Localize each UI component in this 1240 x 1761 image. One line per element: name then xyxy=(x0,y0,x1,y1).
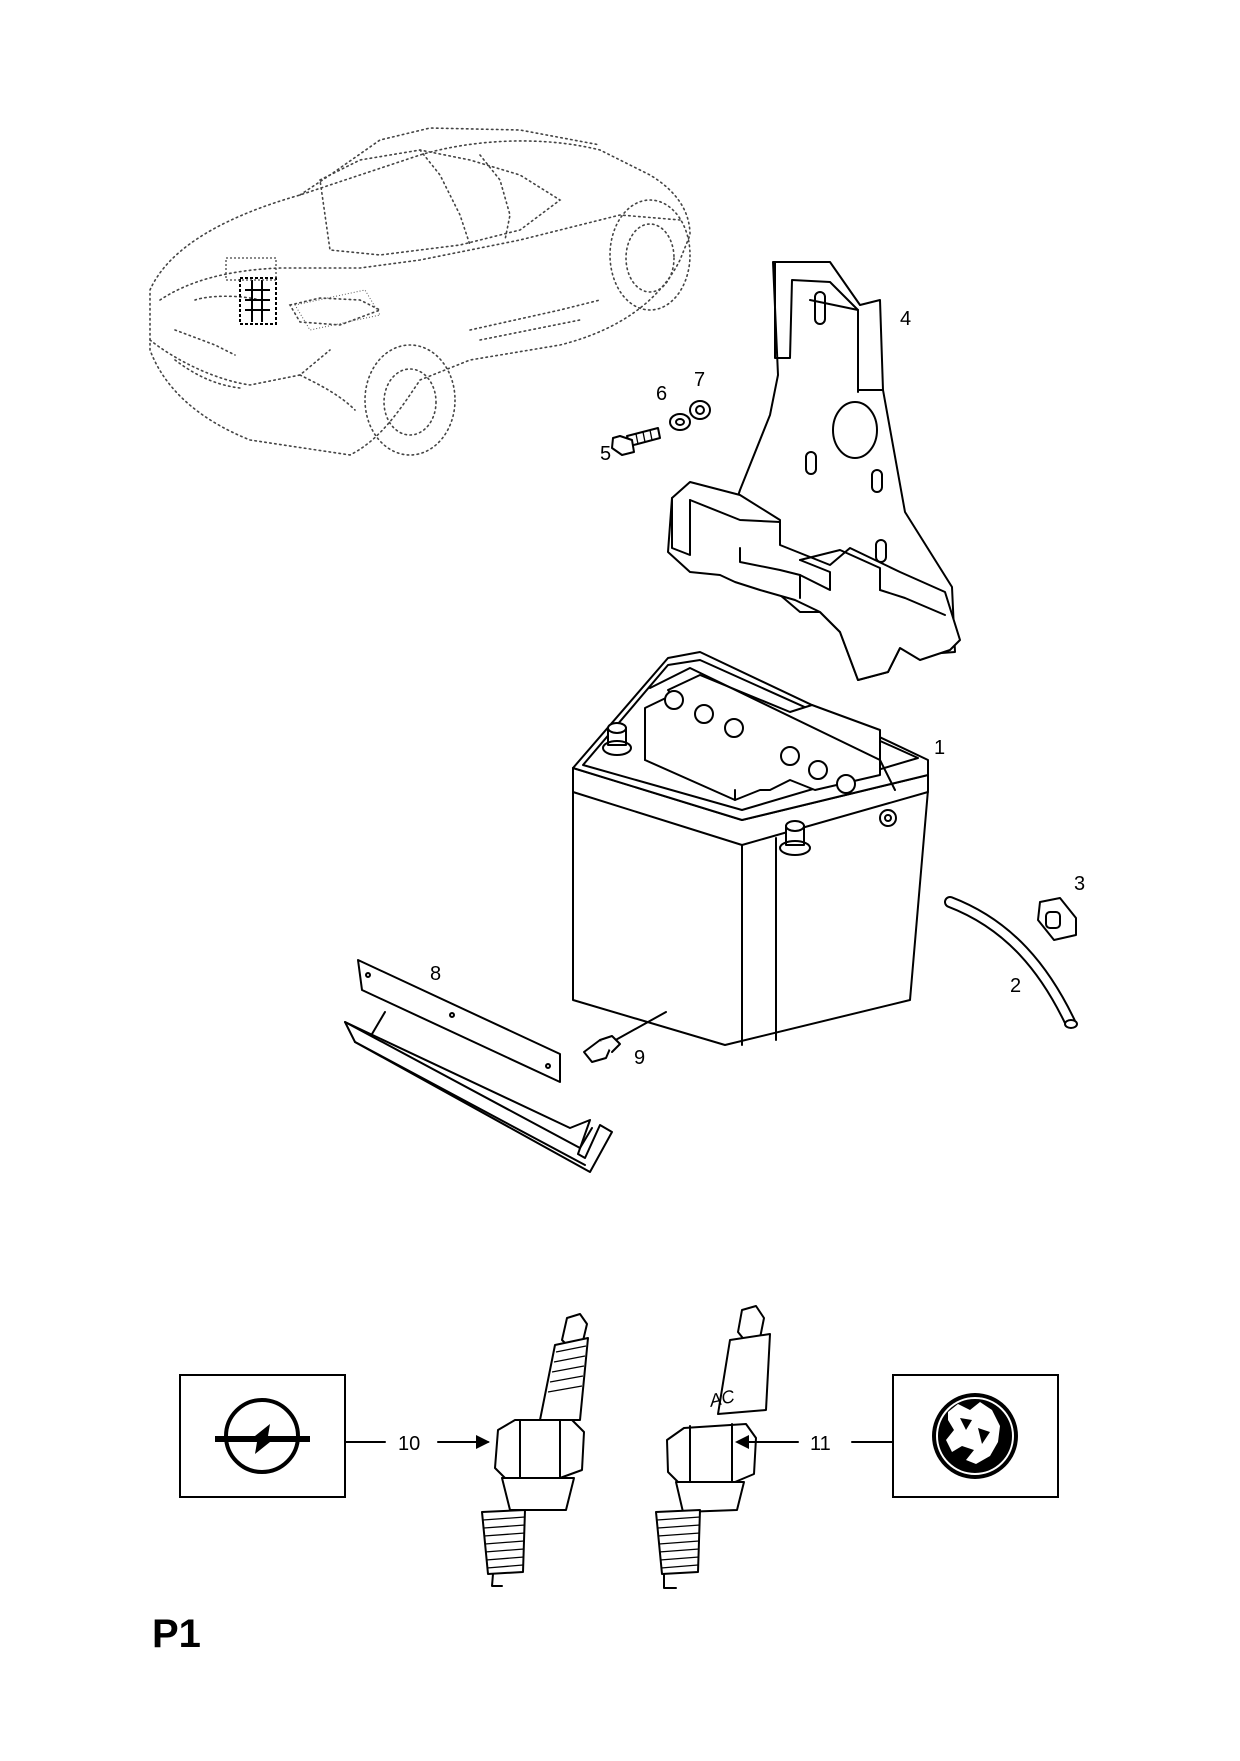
callout-10: 10 xyxy=(344,1433,490,1455)
callout-4: 4 xyxy=(900,308,911,330)
spark-plug-opel xyxy=(481,1313,589,1587)
callout-6: 6 xyxy=(656,383,667,405)
callout-1: 1 xyxy=(934,737,945,759)
svg-text:4: 4 xyxy=(900,308,911,330)
svg-text:6: 6 xyxy=(656,383,667,405)
battery-cover-channel xyxy=(344,959,613,1173)
svg-text:7: 7 xyxy=(694,369,705,391)
svg-text:9: 9 xyxy=(634,1047,645,1069)
washer xyxy=(669,413,691,431)
bolt xyxy=(611,427,661,456)
svg-text:10: 10 xyxy=(398,1433,420,1455)
svg-text:11: 11 xyxy=(810,1433,831,1455)
car-outline-illustration xyxy=(149,127,691,456)
battery xyxy=(572,651,929,1046)
vauxhall-griffin-logo xyxy=(932,1393,1018,1479)
battery-location-marker xyxy=(225,257,277,325)
callout-8: 8 xyxy=(430,963,441,985)
svg-text:1: 1 xyxy=(934,737,945,759)
svg-text:2: 2 xyxy=(1010,975,1021,997)
callout-5: 5 xyxy=(600,443,611,465)
callout-11: 11 xyxy=(735,1433,893,1455)
vauxhall-logo-box xyxy=(892,1374,1059,1498)
spark-plug-ac: AC xyxy=(655,1305,771,1589)
lock-washer xyxy=(689,400,711,420)
callout-2: 2 xyxy=(1010,975,1021,997)
vent-hose xyxy=(944,896,1078,1029)
battery-bracket xyxy=(667,261,961,681)
opel-logo xyxy=(215,1424,310,1454)
callout-7: 7 xyxy=(694,369,705,391)
svg-text:5: 5 xyxy=(600,443,611,465)
vent-elbow xyxy=(1037,897,1077,941)
svg-text:3: 3 xyxy=(1074,873,1085,895)
rivet xyxy=(583,1011,667,1063)
opel-logo-box xyxy=(179,1374,346,1498)
callout-3: 3 xyxy=(1074,873,1085,895)
page-code: P1 xyxy=(152,1612,201,1656)
callout-9: 9 xyxy=(634,1047,645,1069)
svg-text:8: 8 xyxy=(430,963,441,985)
